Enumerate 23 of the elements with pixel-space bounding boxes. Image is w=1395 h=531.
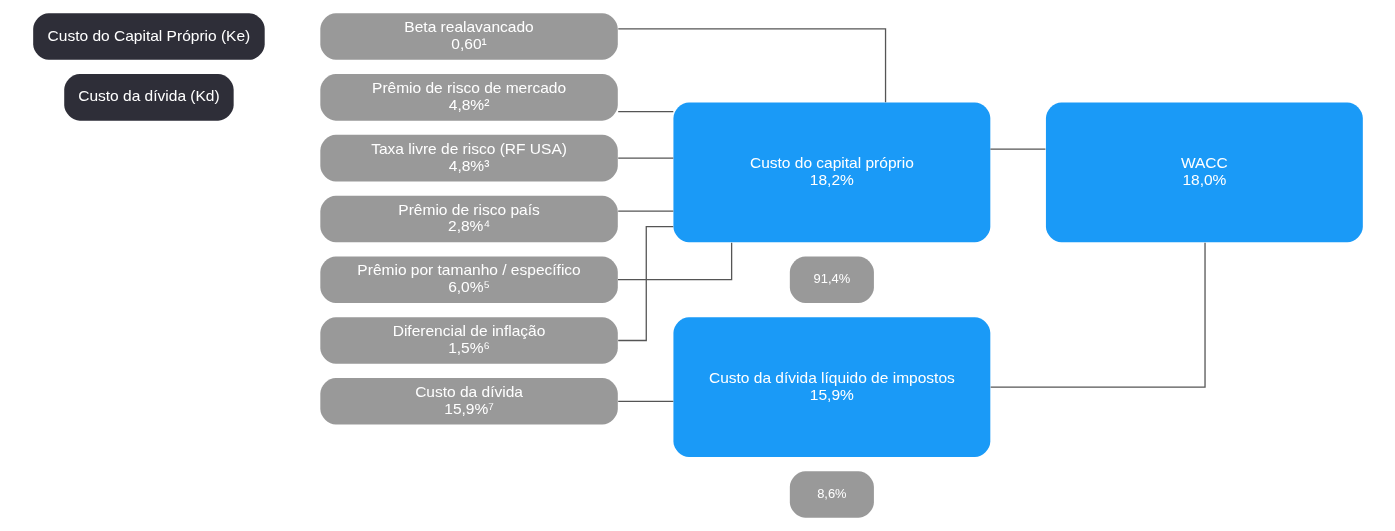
connector [617, 210, 674, 212]
node-box: Custo do Capital Próprio (Ke) [32, 13, 265, 60]
node-box: Prêmio por tamanho / específico 6,0%⁵ [319, 256, 618, 303]
node-box: Diferencial de inflação 1,5%⁶ [319, 317, 618, 364]
node-box: Prêmio de risco de mercado 4,8%² [319, 74, 618, 121]
node-box: 8,6% [789, 471, 874, 518]
node-box: 91,4% [789, 256, 874, 303]
node-box: Custo do capital próprio 18,2% [672, 102, 990, 243]
connector [989, 242, 1206, 388]
node-box: Beta realavancado 0,60¹ [319, 13, 618, 60]
node-box: Prêmio de risco país 2,8%⁴ [319, 195, 618, 243]
connector [617, 110, 674, 113]
connector [616, 242, 732, 281]
connector [617, 400, 674, 402]
node-box: Taxa livre de risco (RF USA) 4,8%³ [319, 134, 618, 182]
node-box: Custo da dívida 15,9%⁷ [319, 378, 618, 425]
node-box: Custo da dívida líquido de impostos 15,9% [672, 317, 990, 457]
node-box: Custo da dívida (Kd) [63, 74, 234, 121]
connector [989, 148, 1046, 150]
connector [617, 226, 674, 342]
connector [617, 28, 886, 103]
connector [617, 157, 674, 159]
node-box: WACC 18,0% [1045, 102, 1363, 243]
